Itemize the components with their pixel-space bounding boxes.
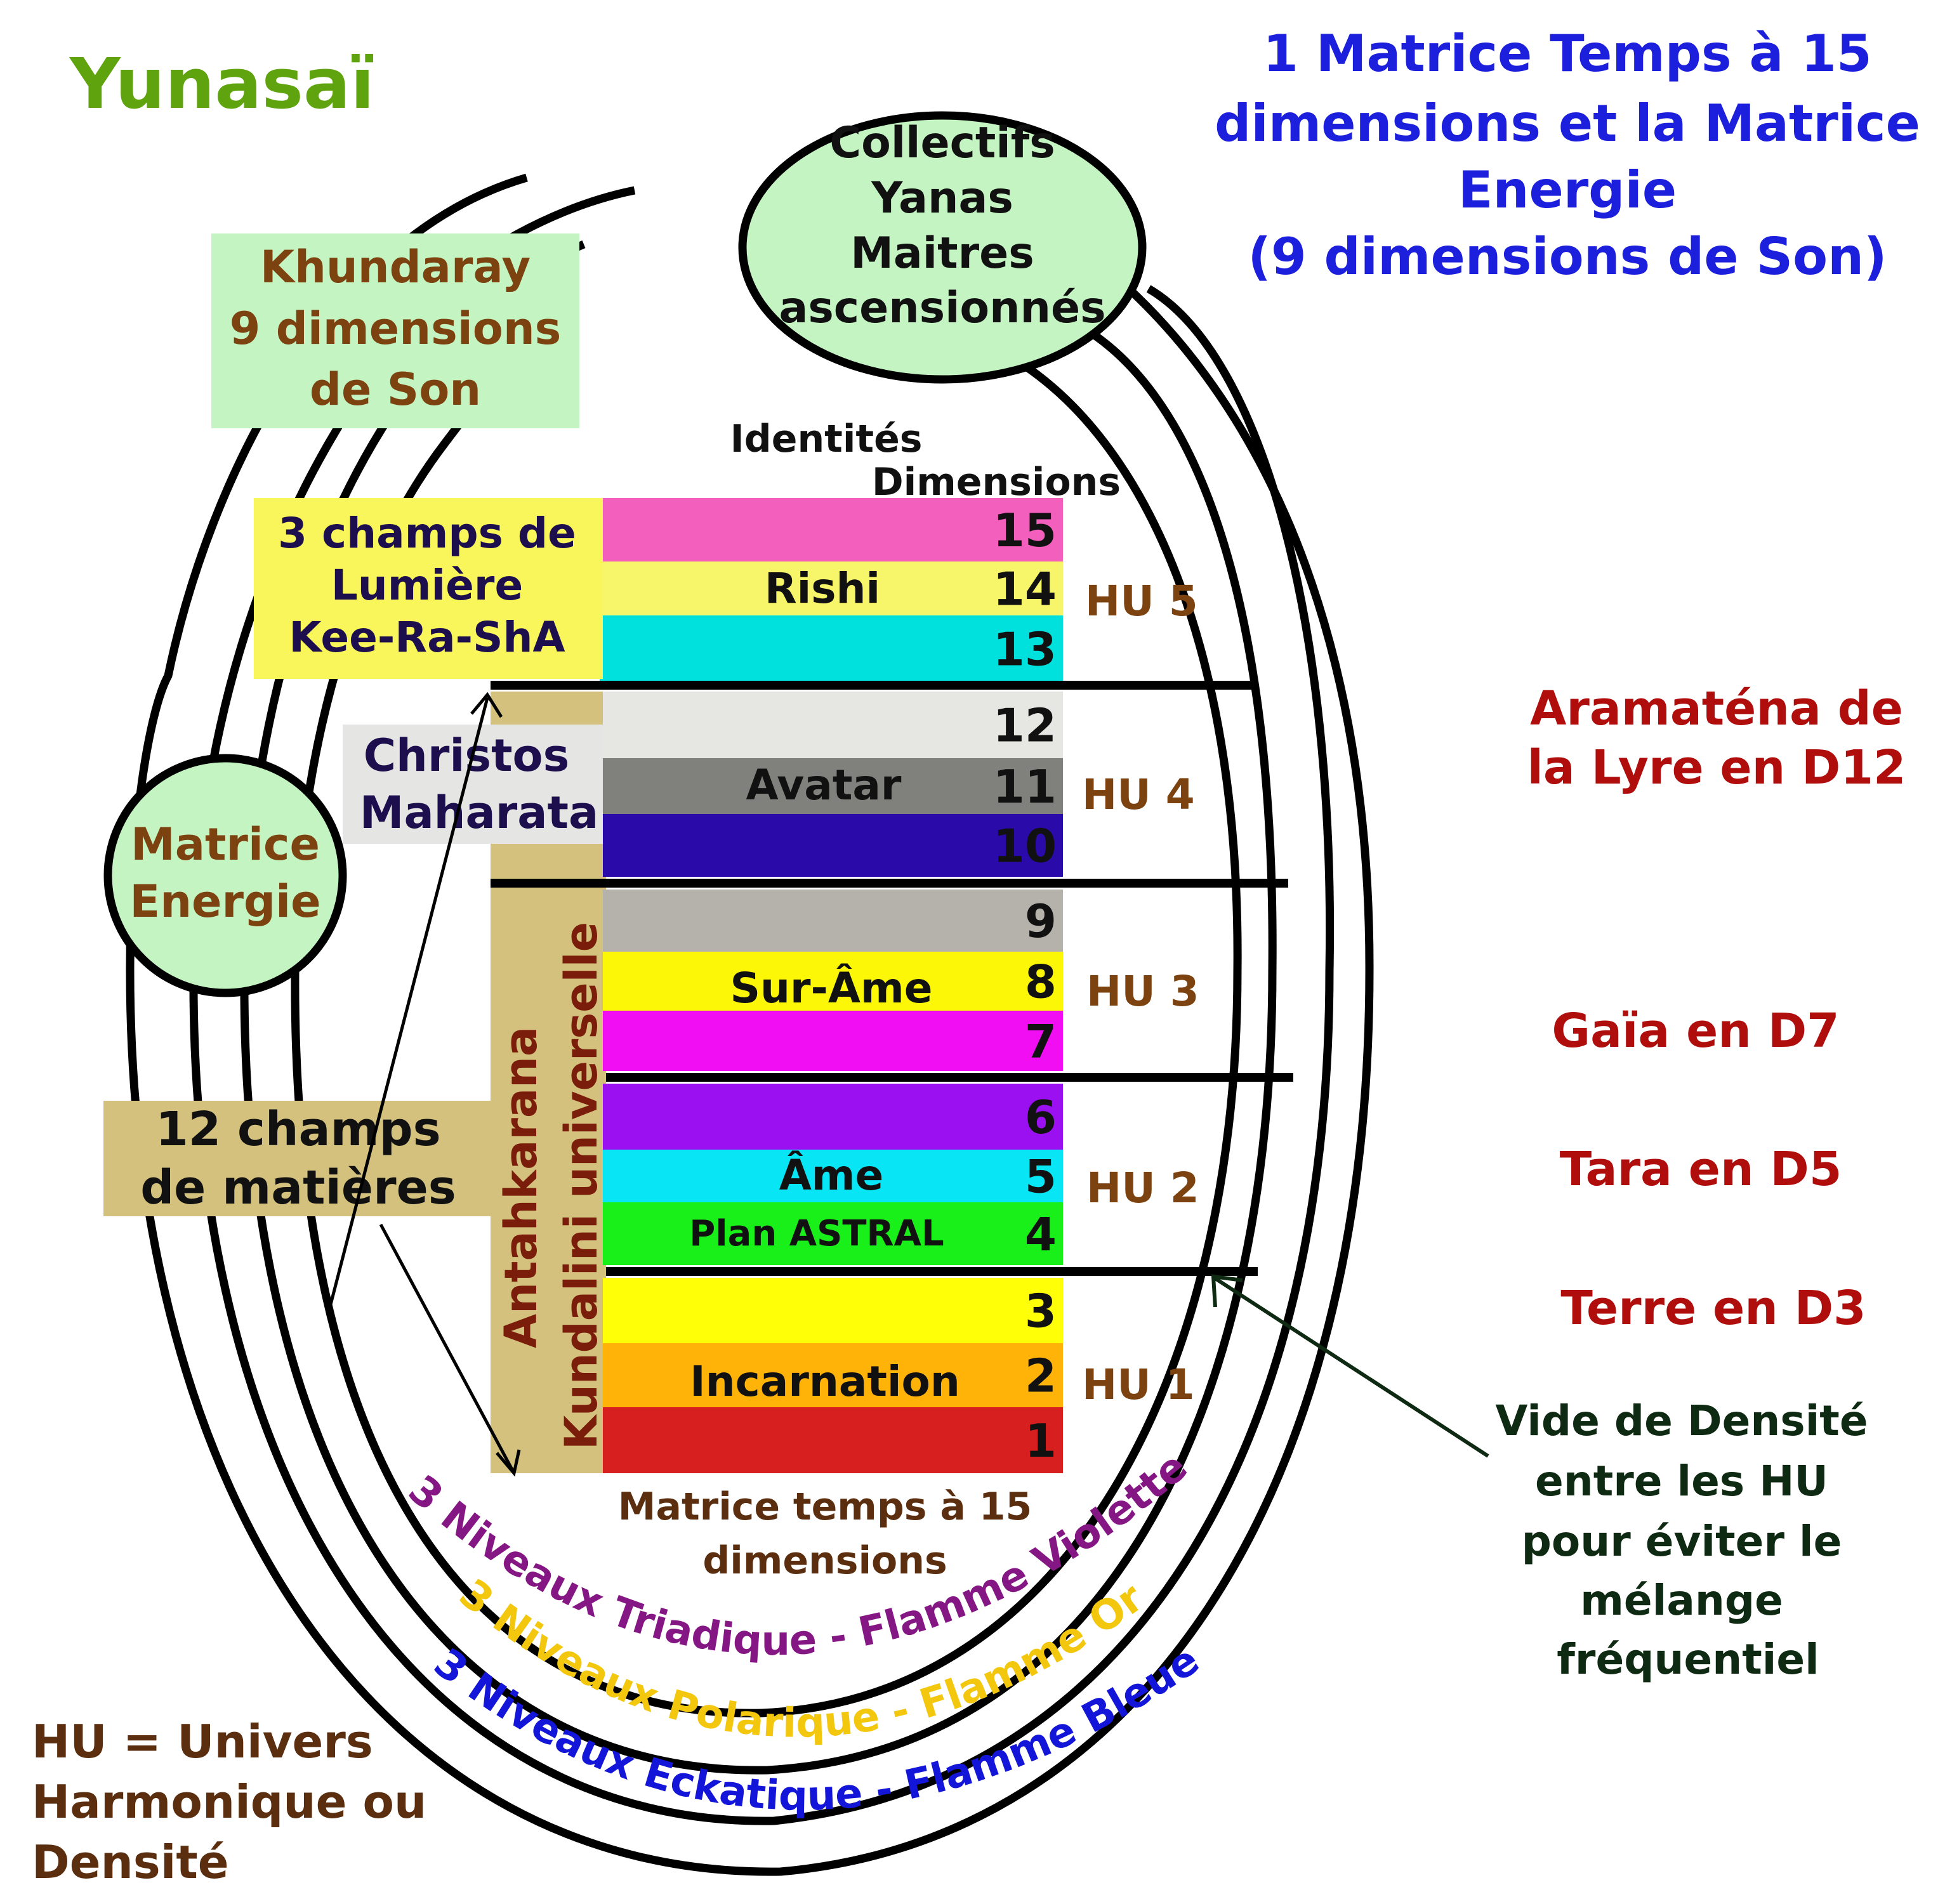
dimension-number-3: 3 xyxy=(1025,1285,1057,1338)
planet-gaia: Gaïa en D7 xyxy=(1552,1004,1839,1058)
dimension-number-11: 11 xyxy=(993,760,1057,813)
dimension-bar-3 xyxy=(603,1278,1063,1343)
identities-header: Identités xyxy=(730,417,922,461)
collectifs-line: Collectifs xyxy=(829,118,1055,168)
matrice-temps-line: dimensions xyxy=(702,1539,947,1583)
dimension-number-10: 10 xyxy=(993,820,1057,873)
dimension-number-13: 13 xyxy=(993,623,1057,676)
khundaray-box xyxy=(211,233,579,428)
collectifs-line: Yanas xyxy=(871,173,1013,223)
hu-label: HU 5 xyxy=(1085,577,1198,626)
matrice-temps-line: Matrice temps à 15 xyxy=(618,1485,1032,1529)
kee-ra-sha-line: Kee-Ra-ShA xyxy=(289,613,565,662)
dimension-number-2: 2 xyxy=(1025,1349,1057,1403)
dimension-bar-10 xyxy=(603,814,1063,877)
identity-ame: Âme xyxy=(779,1150,884,1200)
dimensions-header: Dimensions xyxy=(872,460,1121,504)
collectifs-line: Maitres xyxy=(850,228,1034,279)
kee-ra-sha-line: Lumière xyxy=(331,561,524,610)
matrice-energie-line: Matrice xyxy=(131,818,320,870)
matiere-line: 12 champs xyxy=(155,1102,440,1157)
identity-rishi: Rishi xyxy=(765,564,880,613)
header-line: 1 Matrice Temps à 15 xyxy=(1263,24,1871,83)
dimension-number-7: 7 xyxy=(1025,1015,1057,1068)
dimension-number-6: 6 xyxy=(1025,1091,1057,1144)
collectifs-bubble xyxy=(738,111,1147,384)
dimension-bar-4 xyxy=(603,1202,1063,1265)
identity-incarnation: Incarnation xyxy=(690,1357,960,1406)
vide-line: Vide de Densité xyxy=(1495,1396,1868,1445)
identity-sur-ame: Sur-Âme xyxy=(730,963,932,1013)
matiere-line: de matières xyxy=(140,1160,456,1215)
dimension-number-15: 15 xyxy=(993,504,1057,557)
identity-avatar: Avatar xyxy=(746,761,902,810)
hu-label: HU 4 xyxy=(1082,770,1195,819)
dimension-bar-12 xyxy=(603,692,1063,758)
dimension-bar-11 xyxy=(603,758,1063,814)
dimension-bar-8 xyxy=(603,952,1063,1011)
collectifs-line: ascensionnés xyxy=(779,283,1105,333)
dimension-bar-9 xyxy=(603,890,1063,952)
legend-line: Harmonique ou xyxy=(32,1775,426,1828)
matrice-energie-bubble xyxy=(103,754,347,997)
dimension-bar-14 xyxy=(600,561,1063,615)
dimension-number-8: 8 xyxy=(1025,955,1057,1009)
dimension-bars: 15 14 13 12 11 10 9 8 7 6 54 3 2 1 xyxy=(600,498,1063,1473)
planet-aramatena-line: Aramaténa de xyxy=(1530,681,1903,736)
khundaray-line: de Son xyxy=(310,364,481,416)
kee-ra-sha-line: 3 champs de xyxy=(278,509,576,558)
planet-aramatena-line: la Lyre en D12 xyxy=(1527,740,1906,795)
dimension-bar-7 xyxy=(603,1011,1063,1071)
dimension-number-5: 5 xyxy=(1025,1150,1057,1204)
header-line: (9 dimensions de Son) xyxy=(1248,227,1887,286)
khundaray-line: Khundaray xyxy=(260,241,531,293)
vide-line: mélange xyxy=(1580,1576,1783,1625)
hu-label: HU 3 xyxy=(1086,967,1199,1016)
dimension-bar-5 xyxy=(603,1150,1063,1202)
hu-label: HU 2 xyxy=(1086,1164,1199,1212)
dimension-bar-13 xyxy=(600,615,1063,682)
collectifs-text: Collectifs Yanas Maitres ascensionnés xyxy=(779,118,1105,333)
matrice-energie-line: Energie xyxy=(129,876,320,928)
christos-box xyxy=(343,725,604,844)
dimension-bar-6 xyxy=(603,1084,1063,1150)
dimension-number-1: 1 xyxy=(1025,1414,1057,1467)
brand-title: Yunasaï xyxy=(69,43,374,124)
matiere-box xyxy=(103,1101,492,1216)
legend-line: HU = Univers xyxy=(32,1715,373,1768)
planet-terre: Terre en D3 xyxy=(1560,1281,1866,1336)
antahkarana-line: Antahkarana xyxy=(495,1027,547,1348)
outer-ring-1 xyxy=(126,145,1374,1876)
vide-line: pour éviter le xyxy=(1522,1517,1842,1566)
vide-arrow xyxy=(1211,1274,1489,1458)
planet-tara: Tara en D5 xyxy=(1560,1142,1842,1197)
dimension-number-9: 9 xyxy=(1025,895,1057,948)
dimension-number-4: 4 xyxy=(1025,1208,1057,1261)
header-line: Energie xyxy=(1458,161,1677,220)
identity-plan-astral: Plan ASTRAL xyxy=(689,1213,944,1254)
dimension-number-12: 12 xyxy=(993,699,1057,752)
antahkarana-line: Kundalini universelle xyxy=(555,922,607,1450)
kee-ra-sha-box xyxy=(254,498,603,679)
vide-line: fréquentiel xyxy=(1557,1635,1819,1684)
dimension-bar-2 xyxy=(603,1343,1063,1407)
khundaray-line: 9 dimensions xyxy=(230,303,562,355)
antahkarana-arrow xyxy=(328,692,521,1477)
vide-line: entre les HU xyxy=(1535,1457,1828,1506)
christos-line: Maharata xyxy=(360,787,598,839)
dimension-number-14: 14 xyxy=(993,563,1057,616)
header-line: dimensions et la Matrice xyxy=(1215,94,1920,153)
hu-label: HU 1 xyxy=(1082,1360,1195,1409)
dimension-bar-1 xyxy=(603,1407,1063,1473)
legend-line: Densité xyxy=(32,1835,229,1889)
outer-ring-2 xyxy=(189,186,1335,1825)
dimension-bar-15 xyxy=(600,498,1063,561)
